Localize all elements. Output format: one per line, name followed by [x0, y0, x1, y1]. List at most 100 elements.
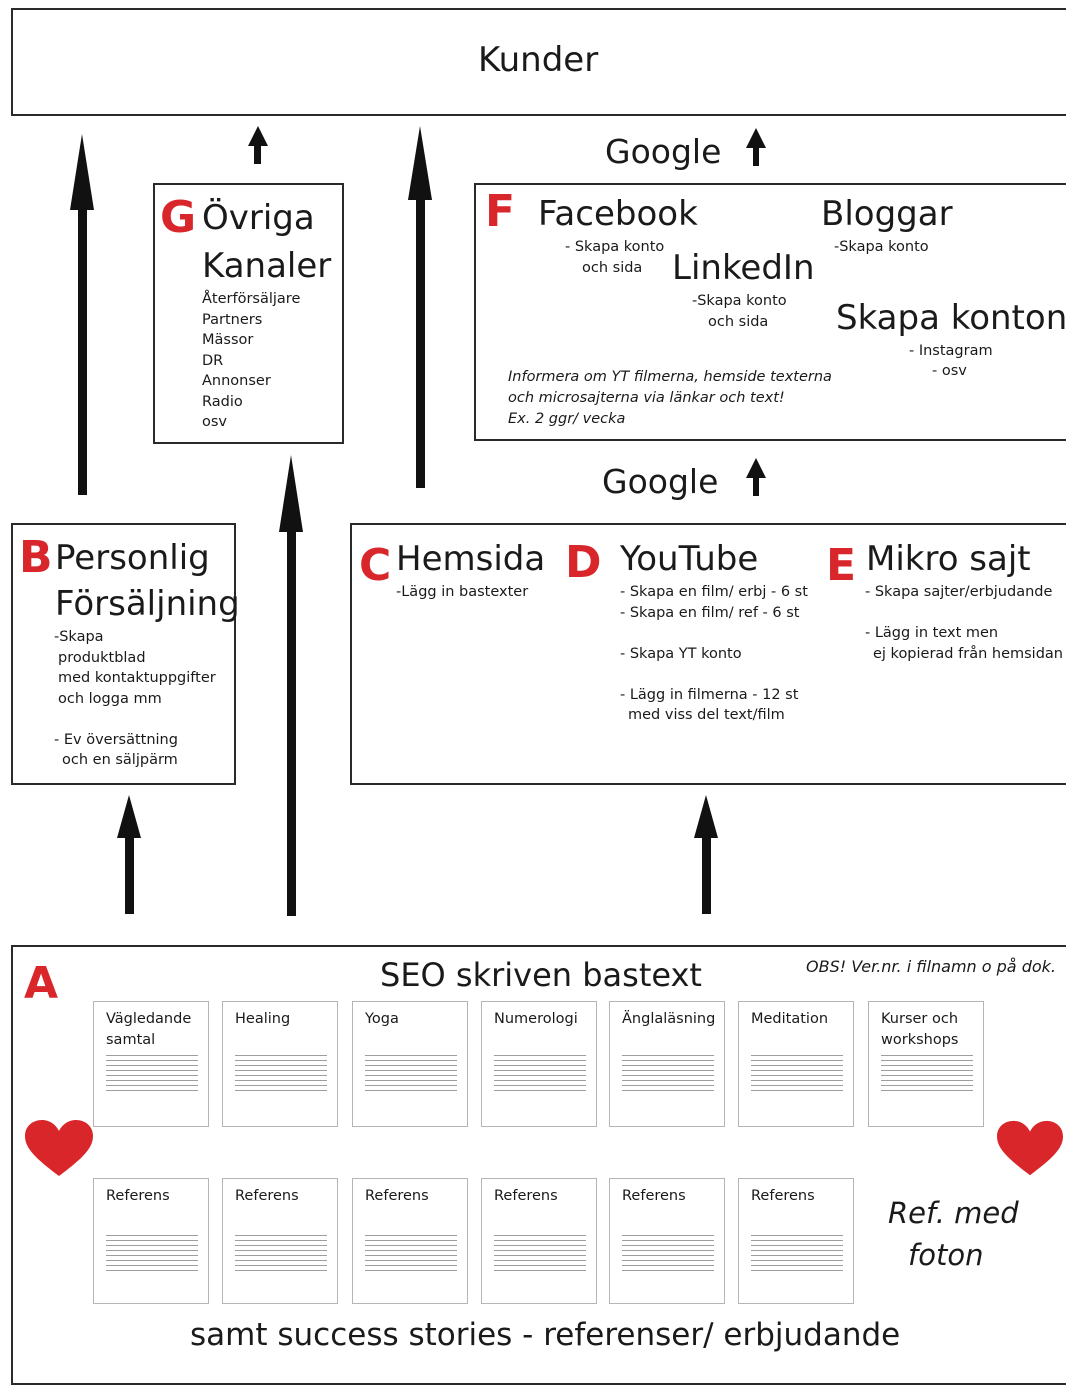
b-line: -Skapa: [54, 629, 104, 645]
doc-text-lines: [365, 1055, 457, 1095]
g-list: Återförsäljare Partners Mässor DR Annons…: [202, 289, 300, 433]
ref-title: Referens: [235, 1188, 299, 1204]
ref-note-1: Ref. med: [888, 1196, 1019, 1230]
cde-box: [350, 523, 1066, 785]
arrow-shaft-c-to-kunder: [416, 190, 425, 488]
arrow-shaft-a-to-b: [125, 830, 134, 914]
b-line-spacer: [54, 709, 216, 730]
google-label-top: Google: [605, 132, 722, 171]
doc-title: Vägledande samtal: [106, 1011, 192, 1048]
doc-text-lines: [622, 1235, 714, 1275]
c-letter: C: [359, 540, 392, 591]
facebook-line-2: och sida: [582, 260, 643, 276]
arrow-head-google-bottom: [746, 458, 766, 478]
arrow-head-c-to-kunder: [408, 126, 432, 200]
doc-title: Yoga: [365, 1011, 399, 1027]
f-note-1: Informera om YT filmerna, hemside texter…: [508, 369, 832, 385]
d-line: - Lägg in filmerna - 12 st: [620, 686, 799, 703]
ref-note-2: foton: [908, 1238, 984, 1272]
arrow-head-b-to-kunder: [70, 134, 94, 210]
ref-doc: Referens: [93, 1178, 209, 1304]
e-letter: E: [826, 540, 857, 591]
d-line-spacer: [620, 664, 808, 685]
doc-text-lines: [235, 1235, 327, 1275]
heart-icon-right: [997, 1120, 1063, 1176]
d-line: med viss del text/film: [628, 707, 785, 723]
b-box-personlig-forsaljning: [11, 523, 236, 785]
b-list: -Skapa produktblad med kontaktuppgifter …: [54, 627, 216, 771]
a-obs-note: OBS! Ver.nr. i filnamn o på dok.: [806, 957, 1056, 976]
doc-text-lines: [751, 1055, 843, 1095]
ref-doc: Referens: [609, 1178, 725, 1304]
facebook-title: Facebook: [538, 194, 698, 234]
e-line-spacer: [865, 603, 1063, 624]
b-line: - Ev översättning: [54, 731, 178, 748]
linkedin-line-1: -Skapa konto: [692, 293, 787, 309]
ref-doc: Referens: [222, 1178, 338, 1304]
doc-text-lines: [235, 1055, 327, 1095]
g-item: Återförsäljare: [202, 291, 301, 307]
b-letter: B: [19, 532, 53, 583]
arrow-head-g: [248, 126, 268, 146]
doc-title: Healing: [235, 1011, 291, 1027]
doc-anglalasning: Änglaläsning: [609, 1001, 725, 1127]
d-line-spacer: [620, 623, 808, 644]
bloggar-title: Bloggar: [821, 194, 953, 234]
arrow-head-a-to-g: [279, 455, 303, 532]
g-title-1: Övriga: [202, 198, 315, 238]
g-item: Annonser: [202, 373, 271, 389]
f-box-social: [474, 183, 1066, 441]
d-line: - Skapa YT konto: [620, 645, 742, 662]
linkedin-line-2: och sida: [708, 314, 769, 330]
ref-doc: Referens: [352, 1178, 468, 1304]
ref-title: Referens: [751, 1188, 815, 1204]
b-title-2: Försäljning: [55, 584, 240, 624]
c-title: Hemsida: [396, 539, 546, 579]
d-line: - Skapa en film/ erbj - 6 st: [620, 584, 808, 600]
doc-text-lines: [106, 1235, 198, 1275]
g-letter: G: [160, 192, 197, 243]
b-line: och logga mm: [58, 690, 162, 707]
ref-title: Referens: [622, 1188, 686, 1204]
facebook-line-1: - Skapa konto: [565, 239, 665, 255]
ref-title: Referens: [365, 1188, 429, 1204]
doc-text-lines: [365, 1235, 457, 1275]
e-line: ej kopierad från hemsidan: [873, 645, 1063, 662]
heart-icon-left: [25, 1120, 93, 1176]
doc-title: Meditation: [751, 1011, 829, 1027]
d-letter: D: [565, 537, 602, 588]
a-footer: samt success stories - referenser/ erbju…: [190, 1317, 901, 1353]
ref-title: Referens: [494, 1188, 558, 1204]
b-title-1: Personlig: [55, 538, 210, 578]
g-box-ovriga-kanaler: [153, 183, 344, 444]
c-line-1: -Lägg in bastexter: [396, 584, 529, 600]
ref-title: Referens: [106, 1188, 170, 1204]
arrow-shaft-b-to-kunder: [78, 200, 87, 495]
arrow-shaft-g: [254, 142, 261, 164]
arrow-shaft-google-bottom: [753, 474, 759, 496]
b-line: och en säljpärm: [62, 752, 178, 768]
ref-doc: Referens: [481, 1178, 597, 1304]
f-note-3: Ex. 2 ggr/ vecka: [508, 411, 626, 427]
a-title: SEO skriven bastext: [380, 956, 702, 994]
arrow-shaft-a-to-cde: [702, 830, 711, 914]
g-item: Partners: [202, 311, 263, 328]
bloggar-line-1: -Skapa konto: [834, 239, 929, 255]
kunder-box: [11, 8, 1066, 116]
arrow-head-a-to-cde: [694, 795, 718, 838]
doc-kurser-och-workshops: Kurser och workshops: [868, 1001, 984, 1127]
doc-text-lines: [881, 1055, 973, 1095]
arrow-head-google-top: [746, 128, 766, 148]
ref-doc: Referens: [738, 1178, 854, 1304]
arrow-head-a-to-b: [117, 795, 141, 838]
e-title: Mikro sajt: [866, 539, 1031, 579]
kunder-title: Kunder: [478, 40, 599, 80]
g-item: Mässor: [202, 332, 254, 348]
skapa-line-2: - osv: [932, 363, 967, 379]
doc-healing: Healing: [222, 1001, 338, 1127]
doc-title: Kurser och workshops: [881, 1011, 959, 1048]
a-letter: A: [24, 958, 59, 1009]
f-note-2: och microsajterna via länkar och text!: [508, 390, 785, 406]
doc-title: Änglaläsning: [622, 1011, 716, 1027]
g-item: DR: [202, 352, 224, 369]
